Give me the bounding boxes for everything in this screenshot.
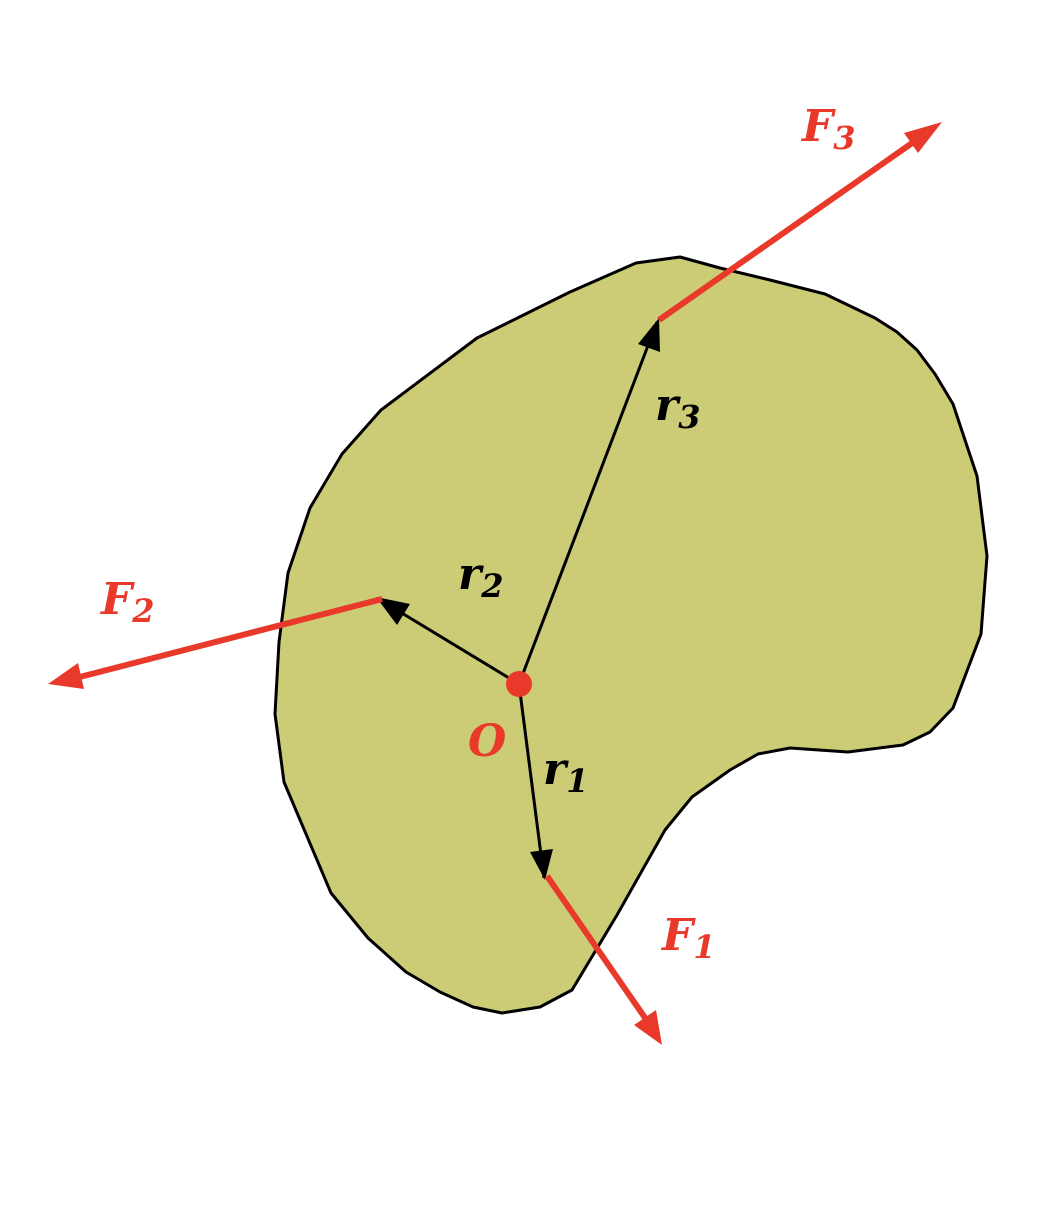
force-vectors xyxy=(48,122,942,1045)
r2-vector xyxy=(381,599,520,686)
label-origin: O xyxy=(468,716,506,767)
label-r3: r3 xyxy=(655,380,700,436)
r1-arrowhead xyxy=(530,849,553,880)
F1-arrowhead xyxy=(634,1010,662,1045)
origin-dot xyxy=(506,671,532,697)
label-F3: F3 xyxy=(800,101,856,157)
r1-vector xyxy=(517,683,546,879)
position-vectors xyxy=(376,318,660,880)
labels: F3 r3 r2 F2 O r1 F1 xyxy=(99,101,856,966)
F2-force xyxy=(71,596,383,682)
label-F1: F1 xyxy=(660,910,716,966)
rigid-body xyxy=(273,255,989,1015)
F1-force xyxy=(544,874,653,1027)
r3-arrowhead xyxy=(638,318,660,352)
r3-vector xyxy=(517,321,659,685)
F3-arrowhead xyxy=(904,122,942,153)
F3-force xyxy=(657,131,927,323)
label-r2: r2 xyxy=(458,549,503,605)
label-r1: r1 xyxy=(543,744,588,800)
r2-arrowhead xyxy=(376,597,410,625)
label-F2: F2 xyxy=(99,574,155,630)
F2-arrowhead xyxy=(48,663,84,689)
